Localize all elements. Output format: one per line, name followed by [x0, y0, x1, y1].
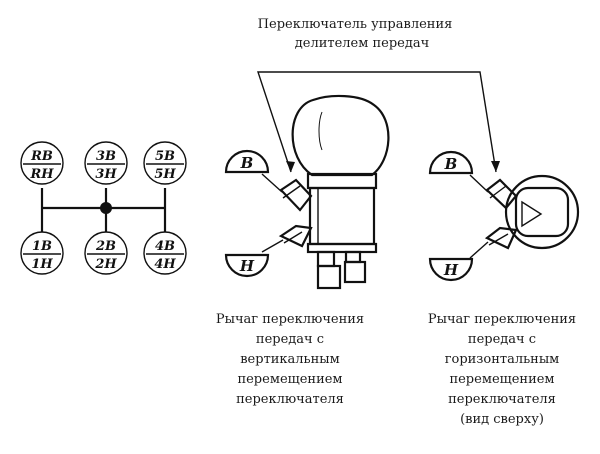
- gear-label-lower: RH: [29, 167, 54, 182]
- gear-label-lower: 2H: [94, 257, 117, 272]
- gear-label-lower: 5H: [154, 167, 176, 182]
- neutral-dot: [100, 202, 112, 214]
- switch-stub-high: [485, 178, 518, 210]
- high-range-label-horizontal: B: [428, 150, 474, 175]
- switch-stub-low: [484, 226, 518, 250]
- caption-horizontal: Рычаг переключения передач с горизонталь…: [428, 312, 576, 427]
- gear-label-upper: 1B: [32, 239, 52, 254]
- gear-label-lower: 4H: [154, 257, 176, 272]
- low-range-label-vertical: H: [224, 253, 270, 278]
- gear-circle-5b-5h: 5B 5H: [143, 141, 187, 185]
- gear-label-upper: 3B: [96, 149, 116, 164]
- h-letter: H: [443, 261, 459, 279]
- low-range-label-horizontal: H: [428, 257, 474, 282]
- gear-label-upper: 5B: [155, 149, 175, 164]
- gear-label-upper: RB: [30, 149, 53, 164]
- horizontal-switch-lever: [469, 174, 580, 259]
- gear-label-upper: 2B: [95, 239, 116, 254]
- gear-label-lower: 1H: [31, 257, 53, 272]
- shift-pattern: RB RH 3B 3H 5B 5H 1B 1H 2B 2H: [20, 141, 187, 275]
- gear-label-upper: 4B: [155, 239, 175, 254]
- high-range-label-vertical: B: [224, 149, 270, 174]
- title-line-2: делителем передач: [295, 36, 429, 51]
- b-letter: B: [444, 155, 458, 173]
- vertical-switch-lever: [261, 94, 390, 290]
- switch-stub-high: [279, 178, 313, 212]
- caption-line: горизонтальным: [445, 352, 560, 367]
- caption-line: перемещением: [237, 372, 342, 387]
- caption-line: Рычаг переключения: [428, 312, 576, 327]
- caption-line: передач с: [468, 332, 536, 347]
- h-letter: H: [239, 257, 255, 275]
- gear-circle-3b-3h: 3B 3H: [84, 141, 128, 185]
- caption-vertical: Рычаг переключения передач с вертикальны…: [216, 312, 364, 407]
- b-letter: B: [240, 154, 254, 172]
- title-line-1: Переключатель управления: [258, 17, 453, 32]
- gear-circle-2b-2h: 2B 2H: [84, 231, 128, 275]
- caption-line: переключателя: [236, 392, 344, 407]
- gear-circle-rb-rh: RB RH: [20, 141, 64, 185]
- caption-line: Рычаг переключения: [216, 312, 364, 327]
- caption-line: (вид сверху): [460, 412, 544, 427]
- gear-circle-4b-4h: 4B 4H: [143, 231, 187, 275]
- switch-stub-low: [278, 224, 313, 248]
- gear-circle-1b-1h: 1B 1H: [20, 231, 64, 275]
- caption-line: вертикальным: [240, 352, 340, 367]
- caption-line: переключателя: [448, 392, 556, 407]
- title-leader-lines: [257, 71, 500, 173]
- gear-label-lower: 3H: [95, 167, 117, 182]
- caption-line: перемещением: [449, 372, 554, 387]
- caption-line: передач с: [256, 332, 324, 347]
